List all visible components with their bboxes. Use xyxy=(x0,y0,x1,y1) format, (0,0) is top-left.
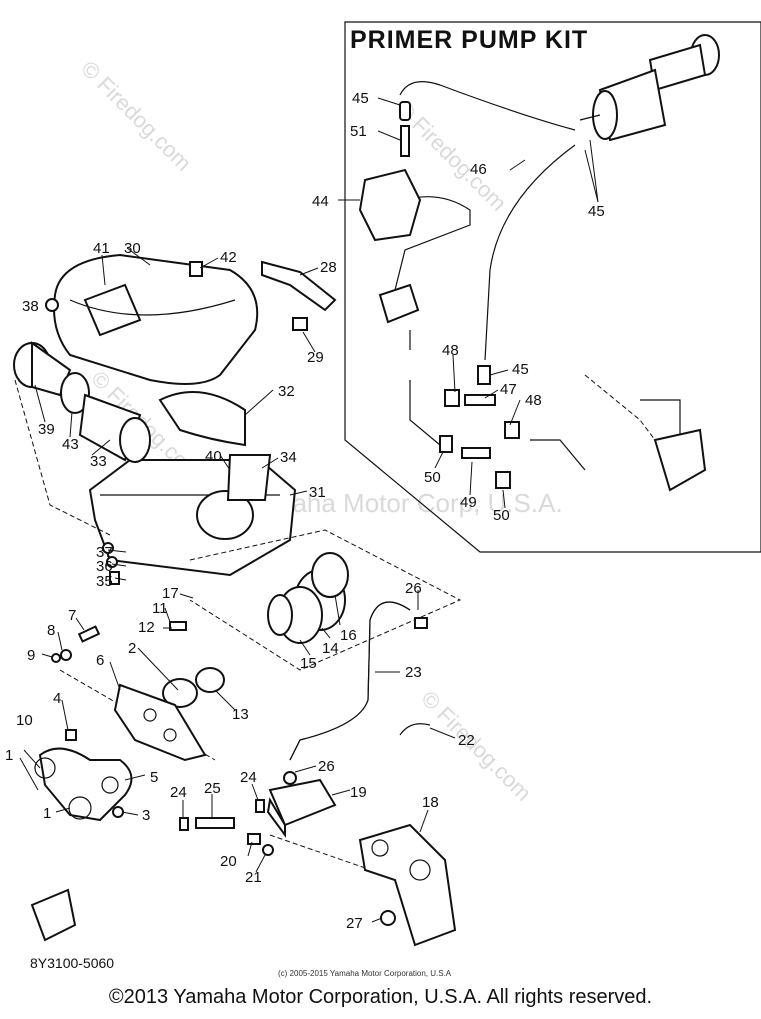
callout-15: 15 xyxy=(300,655,317,672)
callout-19: 19 xyxy=(350,784,367,801)
primer-pump-kit-box: PRIMER PUMP KIT xyxy=(344,21,761,553)
hardware xyxy=(30,260,431,942)
callout-30: 30 xyxy=(124,240,141,257)
callout-38: 38 xyxy=(22,298,39,315)
footer-copyright: ©2013 Yamaha Motor Corporation, U.S.A. A… xyxy=(108,986,653,1008)
callout-33: 33 xyxy=(90,453,107,470)
callout-40: 40 xyxy=(205,448,222,465)
callout-6: 6 xyxy=(96,652,104,669)
callout-13: 13 xyxy=(232,706,249,723)
callout-20: 20 xyxy=(220,853,237,870)
callout-48-top: 48 xyxy=(442,342,459,359)
kit-title: PRIMER PUMP KIT xyxy=(350,26,588,54)
callout-7: 7 xyxy=(68,607,76,624)
callout-50-right: 50 xyxy=(493,507,510,524)
callout-41: 41 xyxy=(93,240,110,257)
intake-manifold xyxy=(34,747,133,822)
primer-pump xyxy=(579,34,720,142)
callout-31: 31 xyxy=(309,484,326,501)
callout-8: 8 xyxy=(47,622,55,639)
callout-35: 35 xyxy=(96,573,113,590)
callout-23: 23 xyxy=(405,664,422,681)
callout-37: 37 xyxy=(96,544,113,561)
callouts: 45 51 44 46 45 48 45 47 48 50 49 50 41 3… xyxy=(5,90,605,932)
callout-24-left: 24 xyxy=(170,784,187,801)
carb-joints xyxy=(162,552,349,708)
callout-36: 36 xyxy=(96,558,113,575)
callout-44: 44 xyxy=(312,193,329,210)
callout-26-bottom: 26 xyxy=(318,758,335,775)
fuel-pump xyxy=(266,778,337,839)
callout-11: 11 xyxy=(152,600,168,617)
callout-49: 49 xyxy=(460,494,477,511)
callout-4: 4 xyxy=(53,690,61,707)
callout-26-top: 26 xyxy=(405,580,422,597)
callout-46: 46 xyxy=(470,161,487,178)
callout-5: 5 xyxy=(150,769,158,786)
callout-9: 9 xyxy=(27,647,35,664)
callout-32: 32 xyxy=(278,383,295,400)
airbox-lid xyxy=(53,253,259,385)
watermark-4: © Firedog.com xyxy=(416,686,536,806)
callout-14: 14 xyxy=(322,640,339,657)
callout-24-right: 24 xyxy=(240,769,257,786)
callout-50-left: 50 xyxy=(424,469,441,486)
callout-47: 47 xyxy=(500,381,517,398)
leader-lines xyxy=(19,97,599,923)
hose-23 xyxy=(289,601,411,761)
callout-1-bottom: 1 xyxy=(43,805,51,822)
bracket-18 xyxy=(358,823,457,947)
callout-51: 51 xyxy=(350,123,367,140)
callout-17: 17 xyxy=(162,585,179,602)
intake-ducts xyxy=(13,341,246,463)
reed-plate xyxy=(113,683,207,762)
callout-39: 39 xyxy=(38,421,55,438)
callout-16: 16 xyxy=(340,627,357,644)
callout-3: 3 xyxy=(142,807,150,824)
callout-25: 25 xyxy=(204,780,221,797)
callout-27: 27 xyxy=(346,915,363,932)
callout-29: 29 xyxy=(307,349,324,366)
callout-12: 12 xyxy=(138,619,155,636)
callout-42: 42 xyxy=(220,249,237,266)
callout-43: 43 xyxy=(62,436,79,453)
callout-45-top: 45 xyxy=(352,90,369,107)
callout-18: 18 xyxy=(422,794,439,811)
diagram-code: 8Y3100-5060 xyxy=(30,955,114,971)
callout-48-right: 48 xyxy=(525,392,542,409)
callout-2: 2 xyxy=(128,640,136,657)
callout-1-top: 1 xyxy=(5,747,13,764)
airbox-base xyxy=(88,454,297,577)
callout-28: 28 xyxy=(320,259,337,276)
callout-21: 21 xyxy=(245,869,262,886)
primer-fittings xyxy=(358,101,707,492)
callout-45-right: 45 xyxy=(588,203,605,220)
watermark-1: © Firedog.com xyxy=(76,56,196,176)
callout-10: 10 xyxy=(16,712,33,729)
callout-34: 34 xyxy=(280,449,297,466)
small-copyright: (c) 2005-2015 Yamaha Motor Corporation, … xyxy=(278,969,452,978)
callout-22: 22 xyxy=(458,732,475,749)
callout-45-mid: 45 xyxy=(512,361,529,378)
